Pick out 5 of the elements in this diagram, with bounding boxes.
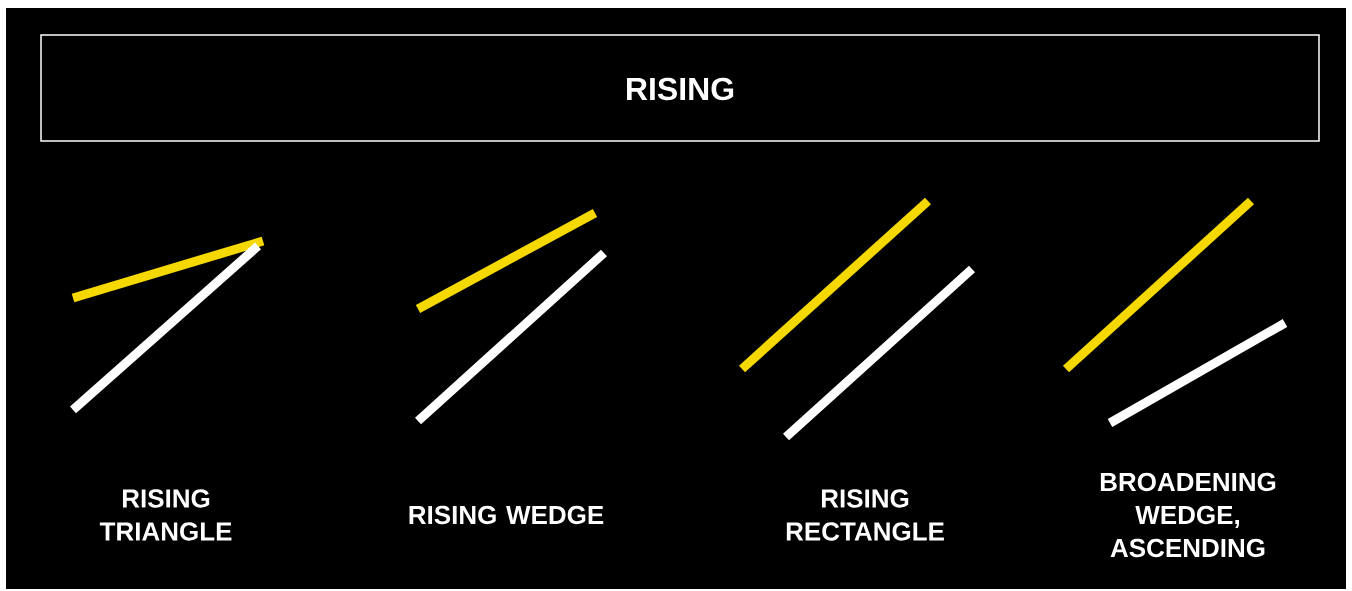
pattern-caption: RISING WEDGE — [409, 505, 604, 525]
pattern-caption: BROADENING WEDGE, ASCENDING — [1100, 472, 1276, 558]
pattern-caption: RISING TRIANGLE — [99, 489, 232, 541]
pattern-caption: RISING RECTANGLE — [786, 489, 944, 541]
title-box: RISING — [40, 34, 1320, 142]
